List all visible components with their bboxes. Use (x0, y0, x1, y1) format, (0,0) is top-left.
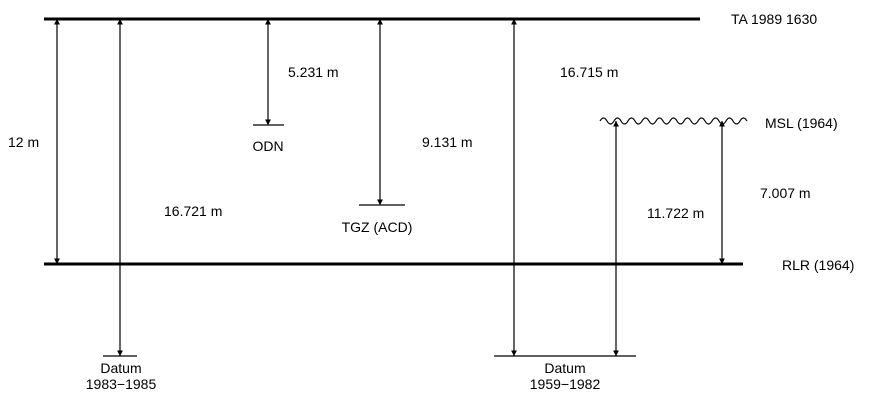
ta-level-label: TA 1989 1630 (731, 11, 817, 27)
distance-ta-to-odn: 5.231 m (288, 64, 339, 80)
datum-1983-years: 1983−1985 (86, 376, 157, 392)
msl-wave-line (599, 117, 748, 125)
datum-1983-label: Datum (100, 360, 141, 376)
datum-1959-label: Datum (544, 360, 585, 376)
datum-1959-years: 1959−1982 (530, 376, 601, 392)
msl-level-label: MSL (1964) (765, 115, 838, 131)
distance-ta-to-datum-1959: 16.715 m (560, 64, 618, 80)
distance-datum-1959-to-msl: 11.722 m (647, 205, 704, 221)
distance-ta-to-datum-1983: 16.721 m (164, 203, 222, 219)
distance-rlr-to-msl: 7.007 m (760, 185, 811, 201)
tgz-level-label: TGZ (ACD) (342, 219, 413, 235)
distance-ta-to-rlr: 12 m (8, 134, 39, 150)
distance-ta-to-tgz: 9.131 m (422, 134, 473, 150)
odn-level-label: ODN (252, 138, 283, 154)
rlr-level-label: RLR (1964) (782, 257, 854, 273)
